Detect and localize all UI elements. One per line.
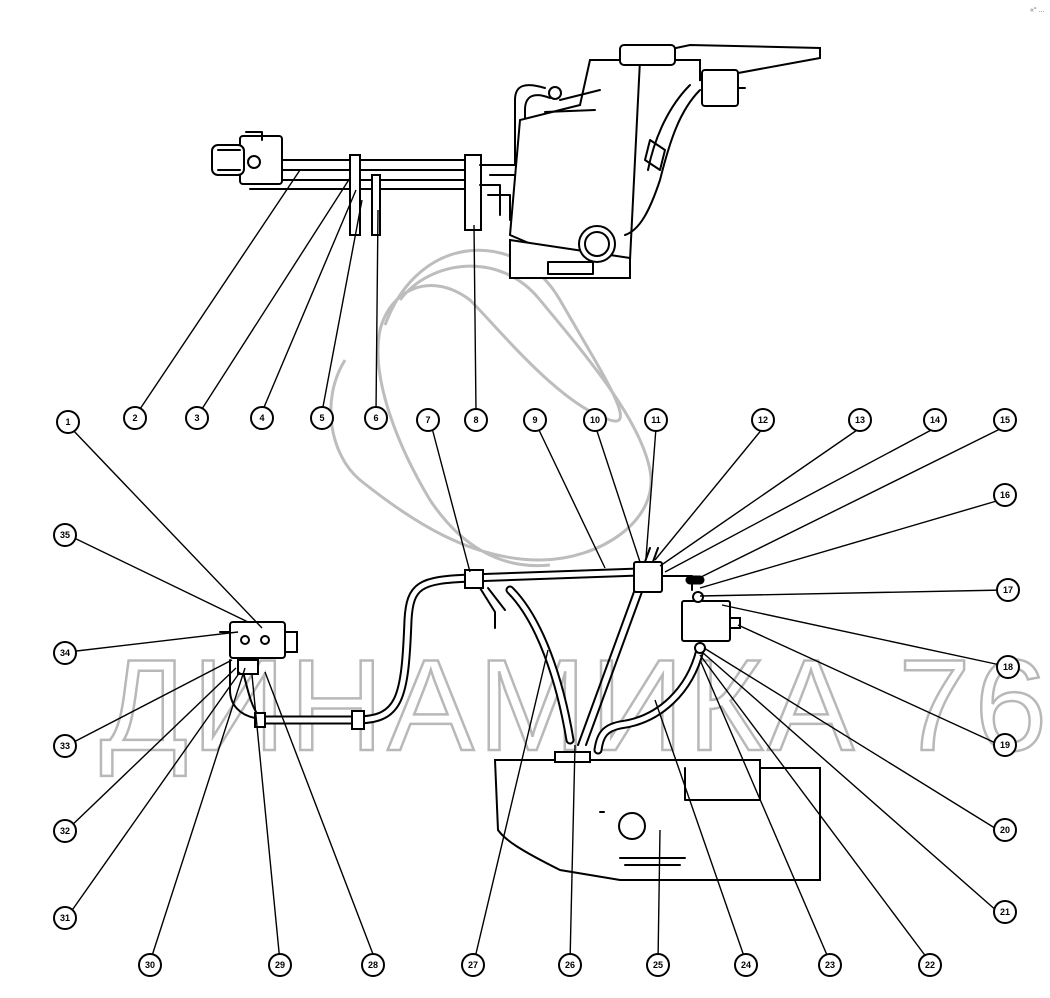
callout-10: 10 [583,408,607,432]
callout-35: 35 [53,523,77,547]
svg-text:8: 8 [473,415,478,425]
callout-22: 22 [918,953,942,977]
svg-text:30: 30 [145,960,155,970]
callout-2: 2 [123,406,147,430]
svg-text:11: 11 [651,415,661,425]
callout-12: 12 [751,408,775,432]
svg-text:17: 17 [1003,585,1013,595]
callout-1: 1 [56,410,80,434]
callout-11: 11 [644,408,668,432]
callout-3: 3 [185,406,209,430]
corner-mark: «° ... [1030,6,1045,14]
callout-27: 27 [461,953,485,977]
svg-text:5: 5 [319,413,324,423]
svg-text:21: 21 [1000,907,1010,917]
callout-24: 24 [734,953,758,977]
svg-text:14: 14 [930,415,940,425]
callout-17: 17 [996,578,1020,602]
callout-13: 13 [848,408,872,432]
callout-20: 20 [993,818,1017,842]
callout-19: 19 [993,733,1017,757]
svg-text:33: 33 [60,741,70,751]
svg-text:15: 15 [1000,415,1010,425]
callout-18: 18 [996,655,1020,679]
svg-text:24: 24 [741,960,751,970]
callout-30: 30 [138,953,162,977]
svg-text:19: 19 [1000,740,1010,750]
callout-28: 28 [361,953,385,977]
svg-text:27: 27 [468,960,478,970]
callout-26: 26 [558,953,582,977]
callout-23: 23 [818,953,842,977]
svg-text:23: 23 [825,960,835,970]
svg-text:12: 12 [758,415,768,425]
svg-text:20: 20 [1000,825,1010,835]
svg-text:1: 1 [65,417,70,427]
svg-text:6: 6 [373,413,378,423]
callout-25: 25 [646,953,670,977]
callout-15: 15 [993,408,1017,432]
upper-assembly [211,43,821,279]
svg-text:34: 34 [60,648,70,658]
svg-text:2: 2 [132,413,137,423]
svg-text:4: 4 [259,413,264,423]
callout-16: 16 [993,483,1017,507]
lower-assembly [219,547,821,881]
callout-21: 21 [993,900,1017,924]
callout-5: 5 [310,406,334,430]
svg-text:28: 28 [368,960,378,970]
callout-4: 4 [250,406,274,430]
svg-text:10: 10 [590,415,600,425]
callout-34: 34 [53,641,77,665]
svg-text:16: 16 [1000,490,1010,500]
svg-text:26: 26 [565,960,575,970]
callouts: 1 2 3 4 5 6 7 8 9 10 11 12 13 14 15 16 1… [53,406,1020,977]
svg-text:18: 18 [1003,662,1013,672]
callout-9: 9 [523,408,547,432]
callout-6: 6 [364,406,388,430]
svg-text:31: 31 [60,913,70,923]
callout-14: 14 [923,408,947,432]
watermark: ДИНАМИКА 76 [99,248,1048,779]
svg-text:32: 32 [60,826,70,836]
svg-text:22: 22 [925,960,935,970]
callout-8: 8 [464,408,488,432]
callout-31: 31 [53,906,77,930]
svg-text:29: 29 [275,960,285,970]
callout-32: 32 [53,819,77,843]
callout-29: 29 [268,953,292,977]
svg-text:13: 13 [855,415,865,425]
leader-lines [67,169,1006,963]
callout-33: 33 [53,734,77,758]
svg-text:7: 7 [425,415,430,425]
svg-text:35: 35 [60,530,70,540]
svg-text:3: 3 [194,413,199,423]
svg-text:9: 9 [532,415,537,425]
callout-7: 7 [416,408,440,432]
svg-text:25: 25 [653,960,663,970]
